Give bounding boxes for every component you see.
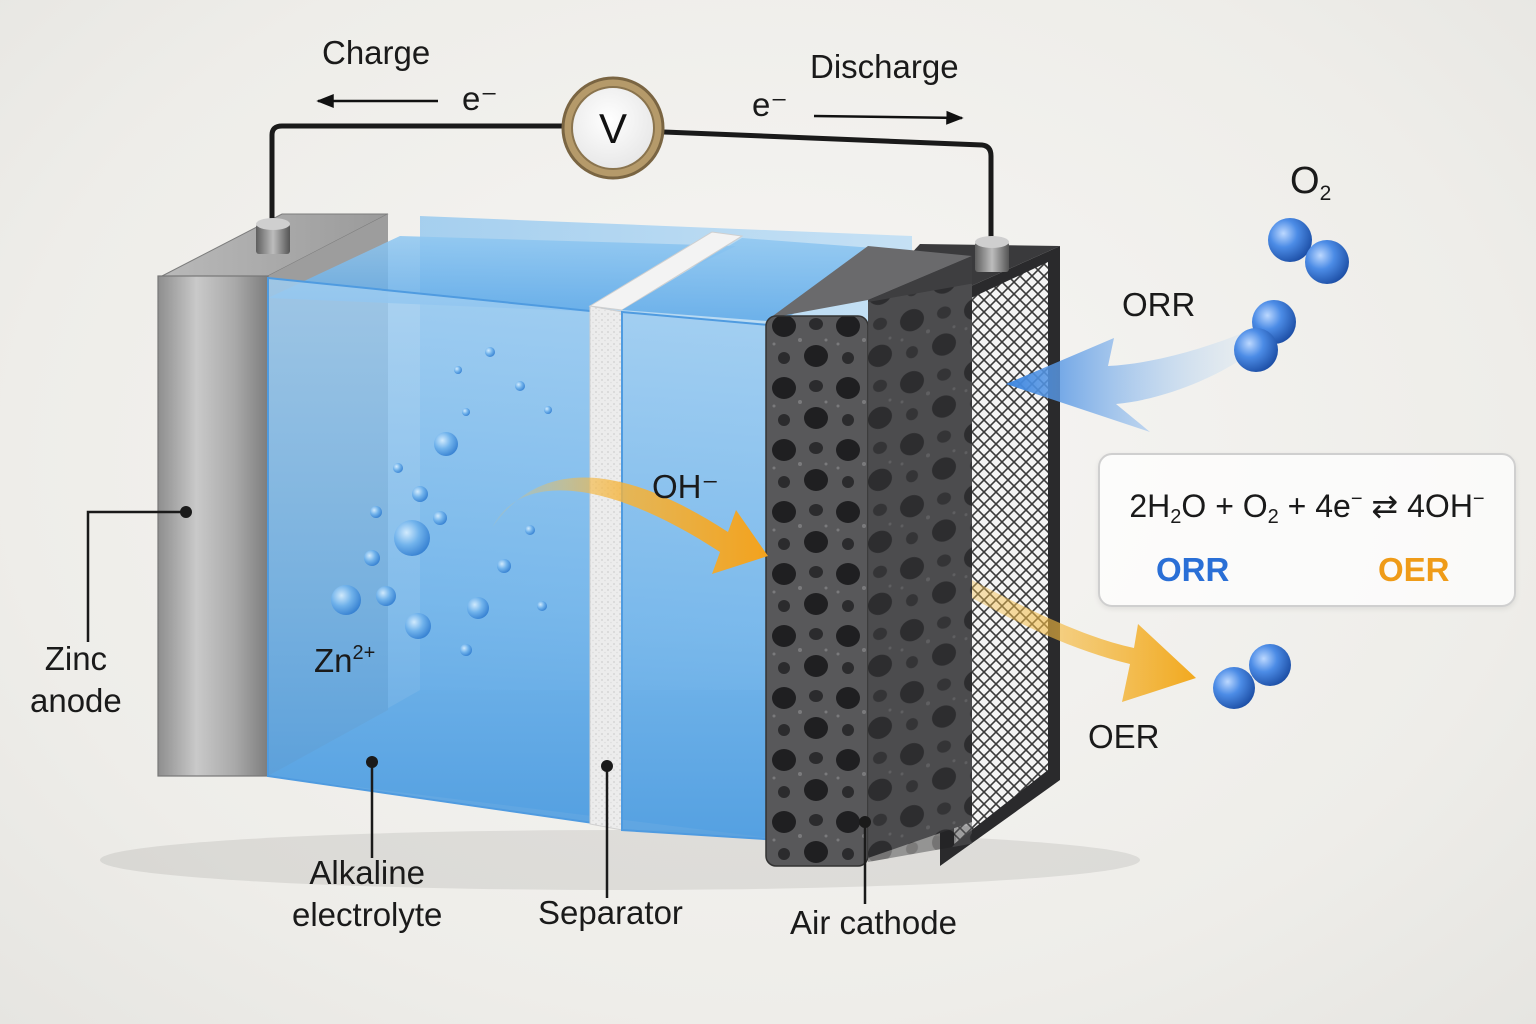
- charge-label: Charge: [322, 34, 431, 71]
- floor-shadow: [100, 830, 1140, 890]
- electrolyte-front-left: [267, 276, 601, 826]
- air-cathode-body: [765, 315, 869, 867]
- electrolyte-bubble: [331, 585, 361, 615]
- oxygen-base: O: [1290, 160, 1320, 202]
- zinc-anode-line2: anode: [30, 682, 122, 719]
- electrolyte-bubble: [405, 613, 431, 639]
- zinc-anode-line1: Zinc: [44, 640, 108, 677]
- zinc-ion-charge: 2+: [352, 642, 376, 664]
- electrolyte-leader-dot: [366, 756, 378, 768]
- electrolyte-bubble: [394, 520, 430, 556]
- oxygen-subscript: 2: [1319, 182, 1332, 205]
- electrolyte-bubble: [370, 506, 382, 518]
- electrolyte-bubble: [434, 432, 458, 456]
- zinc-anode-front: [157, 275, 269, 777]
- electrolyte-surface-right: [622, 238, 900, 322]
- separator-label: Separator: [538, 894, 683, 931]
- electrolyte-bubble: [460, 644, 472, 656]
- anode-terminal: [256, 218, 290, 254]
- zinc-anode-label: Zinc anode: [30, 638, 122, 722]
- air-cathode-leader-dot: [859, 816, 871, 828]
- wire-right: [663, 129, 994, 244]
- reaction-equation: 2H2O + O2 + 4e− ⇄ 4OH−: [1129, 488, 1485, 528]
- oxygen-label: O2: [1290, 160, 1331, 215]
- electrolyte-label: Alkaline electrolyte: [292, 852, 442, 936]
- separator-top: [588, 231, 744, 311]
- electron-left-label: e⁻: [462, 80, 498, 117]
- discharge-label: Discharge: [810, 48, 959, 85]
- electrolyte-bubble: [515, 381, 525, 391]
- zinc-anode-leader-dot: [180, 506, 192, 518]
- zinc-anode-leader: [86, 510, 186, 642]
- zinc-ion-bubbles: [331, 347, 552, 656]
- zinc-ion-base: Zn: [314, 642, 353, 679]
- orr-label: ORR: [1122, 286, 1196, 323]
- cathode-top: [770, 246, 972, 318]
- cathode-terminal: [975, 236, 1009, 272]
- voltmeter: V: [561, 76, 665, 180]
- equation-oer-label: OER: [1378, 551, 1450, 588]
- o2-molecule-top: [1268, 218, 1349, 284]
- electrolyte-line1: Alkaline: [309, 854, 425, 891]
- hydroxide-label: OH⁻: [652, 468, 719, 505]
- electrolyte-bubble: [364, 550, 380, 566]
- electron-right-label: e⁻: [752, 86, 788, 123]
- electrolyte-line2: electrolyte: [292, 896, 443, 933]
- voltmeter-symbol: V: [599, 105, 627, 152]
- oer-label: OER: [1088, 718, 1160, 755]
- air-cathode-label: Air cathode: [790, 904, 957, 941]
- wire-left: [269, 123, 566, 228]
- orr-flow-arrow: [1006, 334, 1240, 432]
- equation-orr-label: ORR: [1156, 551, 1230, 588]
- electrolyte-bubble: [433, 511, 447, 525]
- electrolyte-bubble: [393, 463, 403, 473]
- electrolyte-bubble: [497, 559, 511, 573]
- hydroxide-flow-arrow: [492, 477, 768, 574]
- separator-leader-dot: [601, 760, 613, 772]
- electrolyte-bubble: [485, 347, 495, 357]
- electrolyte-bubble: [454, 366, 462, 374]
- electrolyte-bubble: [376, 586, 396, 606]
- o2-molecule-mid: [1234, 300, 1296, 372]
- electrolyte-bubble: [462, 408, 470, 416]
- electrolyte-bubble: [412, 486, 428, 502]
- electrolyte-bubble: [525, 525, 535, 535]
- electrolyte-bubble: [467, 597, 489, 619]
- electrolyte-front-right: [621, 310, 781, 842]
- oer-flow-arrow: [972, 580, 1196, 702]
- equation-box: 2H2O + O2 + 4e− ⇄ 4OH− ORR OER: [1098, 453, 1516, 607]
- zinc-ion-label: Zn2+: [314, 632, 375, 682]
- electrolyte-bubble: [537, 601, 547, 611]
- o2-molecule-bottom: [1213, 644, 1291, 709]
- discharge-arrow: [813, 110, 964, 125]
- separator-front: [589, 305, 623, 831]
- electrolyte-bubble: [544, 406, 552, 414]
- cathode-mesh: [954, 262, 1048, 844]
